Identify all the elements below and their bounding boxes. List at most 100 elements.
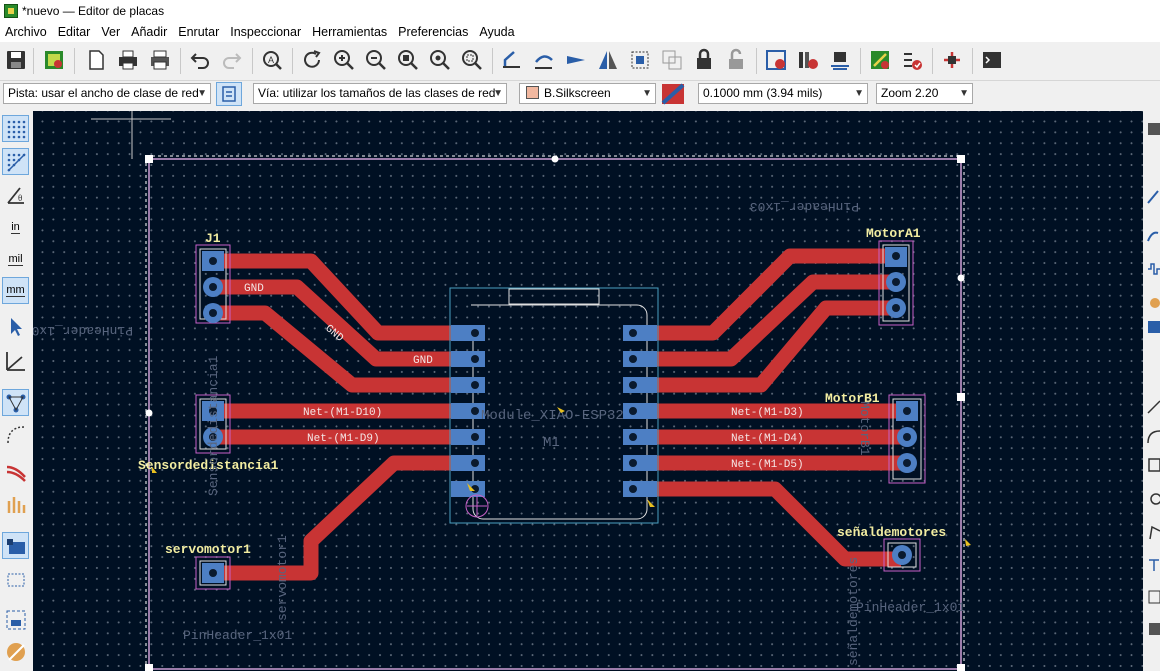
zoom-area-icon[interactable] — [458, 46, 486, 74]
footprint-servomotor1[interactable]: servomotor1 servomotor1 PinHeader_1x01 — [165, 535, 292, 643]
draw-arc-icon[interactable] — [1146, 429, 1160, 445]
rotate-ccw-icon[interactable] — [498, 46, 526, 74]
lock-icon[interactable] — [690, 46, 718, 74]
board-setup-icon[interactable] — [40, 46, 68, 74]
zoom-out-icon[interactable] — [362, 46, 390, 74]
track-width-value: Pista: usar el ancho de clase de red — [8, 86, 199, 100]
footprint-motorb1[interactable]: MotorB1 MotorB1 — [825, 391, 926, 484]
undo-icon[interactable] — [186, 46, 214, 74]
menu-inspeccionar[interactable]: Inspeccionar — [230, 25, 302, 39]
ratsnest-icon[interactable] — [2, 389, 29, 416]
title-bar: *nuevo — Editor de placas — [0, 0, 1160, 22]
anchor-markers — [152, 407, 971, 546]
units-inch-toggle[interactable]: in — [2, 214, 29, 241]
group-icon[interactable] — [658, 46, 686, 74]
route-track-icon[interactable] — [1146, 189, 1160, 205]
units-inch-label: in — [11, 220, 20, 234]
footprint-library-icon[interactable] — [794, 46, 822, 74]
add-dimension-icon[interactable] — [1146, 589, 1160, 605]
layer-select[interactable]: B.Silkscreen▼ — [519, 83, 656, 104]
footprint-m1[interactable]: Module_XIAO-ESP32 M1 — [449, 287, 659, 524]
window-title: *nuevo — Editor de placas — [22, 4, 165, 18]
menu-archivo[interactable]: Archivo — [5, 25, 47, 39]
net-label: Net-(M1-D3) — [731, 407, 804, 419]
drc-marker-icon[interactable] — [2, 638, 29, 665]
measure-icon[interactable] — [2, 347, 29, 374]
add-text-icon[interactable] — [1146, 557, 1160, 573]
track-width-select[interactable]: Pista: usar el ancho de clase de red▼ — [3, 83, 211, 104]
grid-select[interactable]: 0.1000 mm (3.94 mils)▼ — [698, 83, 868, 104]
grid-icon[interactable] — [2, 115, 29, 142]
footprint-editor-icon[interactable] — [826, 46, 854, 74]
update-pcb-icon[interactable] — [762, 46, 790, 74]
show-pads-icon[interactable] — [2, 532, 29, 559]
sensor-value-label: Sensordedistancia1 — [206, 355, 221, 496]
pcb-canvas[interactable]: GND GND GND Net-(M1-D10) Net-(M1-D9) Net… — [33, 111, 1143, 671]
menu-preferencias[interactable]: Preferencias — [398, 25, 469, 39]
hide-icon[interactable] — [2, 606, 29, 633]
find-icon[interactable]: A — [258, 46, 286, 74]
drc-icon[interactable] — [866, 46, 894, 74]
add-image-icon[interactable] — [1146, 621, 1160, 637]
left-toolbar: θ in mil mm — [0, 111, 31, 671]
menu-ver[interactable]: Ver — [101, 25, 121, 39]
layer-pair-icon[interactable] — [661, 83, 685, 105]
rotate-cw-icon[interactable] — [530, 46, 558, 74]
units-mil-toggle[interactable]: mil — [2, 246, 29, 273]
add-via-icon[interactable] — [1146, 295, 1160, 311]
page-settings-icon[interactable] — [82, 46, 110, 74]
menu-herramientas[interactable]: Herramientas — [312, 25, 388, 39]
draw-circle-icon[interactable] — [1146, 491, 1160, 507]
add-zone-icon[interactable] — [1146, 319, 1160, 335]
zoom-fit-icon[interactable] — [394, 46, 422, 74]
3d-viewer-icon[interactable] — [938, 46, 966, 74]
footprint-j1[interactable]: J1 PinHeader_1x03 — [33, 231, 231, 338]
draw-rectangle-icon[interactable] — [1146, 457, 1160, 473]
footprint-motora1[interactable]: MotorA1 PinHeader_1x03 — [750, 199, 921, 326]
zoom-select[interactable]: Zoom 2.20▼ — [876, 83, 973, 104]
menu-enrutar[interactable]: Enrutar — [178, 25, 220, 39]
scripting-console-icon[interactable] — [978, 46, 1006, 74]
draw-polygon-icon[interactable] — [1146, 525, 1160, 541]
print-icon[interactable] — [114, 46, 142, 74]
tracks[interactable] — [211, 248, 905, 581]
tune-length-icon[interactable] — [1146, 261, 1160, 277]
route-diff-pair-icon[interactable] — [1146, 229, 1160, 245]
board-edge[interactable] — [145, 155, 965, 671]
mirror-icon[interactable] — [594, 46, 622, 74]
redo-icon[interactable] — [218, 46, 246, 74]
chevron-down-icon: ▼ — [854, 88, 864, 99]
menu-anadir[interactable]: Añadir — [131, 25, 168, 39]
flip-icon[interactable] — [562, 46, 590, 74]
chevron-down-icon: ▼ — [959, 88, 969, 99]
net-highlight-icon[interactable] — [2, 458, 29, 485]
save-icon[interactable] — [2, 46, 30, 74]
unlock-icon[interactable] — [722, 46, 750, 74]
auto-width-toggle[interactable] — [216, 82, 242, 106]
refresh-icon[interactable] — [298, 46, 326, 74]
grid-overlay-icon[interactable] — [2, 148, 29, 175]
net-label: Net-(M1-D5) — [731, 459, 804, 471]
footprint-senaldemotores[interactable]: señaldemotores señaldemotores PinHeader_… — [837, 525, 965, 666]
layers-icon[interactable] — [2, 566, 29, 593]
sensor-ref-label: Sensordedistancia1 — [138, 458, 279, 473]
board-stats-icon[interactable] — [898, 46, 926, 74]
via-size-select[interactable]: Vía: utilizar los tamaños de las clases … — [253, 83, 507, 104]
polar-coords-icon[interactable]: θ — [2, 181, 29, 208]
zoom-in-icon[interactable] — [330, 46, 358, 74]
plot-icon[interactable] — [146, 46, 174, 74]
draw-line-icon[interactable] — [1146, 399, 1160, 415]
units-mm-toggle[interactable]: mm — [2, 277, 29, 304]
curved-ratsnest-icon[interactable] — [2, 421, 29, 448]
menu-ayuda[interactable]: Ayuda — [479, 25, 515, 39]
cursor-icon[interactable] — [2, 312, 29, 339]
fill-zones-icon[interactable] — [2, 491, 29, 518]
panel-toggle-icon[interactable] — [1146, 121, 1160, 137]
menu-editar[interactable]: Editar — [57, 25, 91, 39]
j1-value-label: PinHeader_1x03 — [33, 323, 133, 338]
zoom-object-icon[interactable] — [426, 46, 454, 74]
net-label: Net-(M1-D10) — [303, 407, 382, 419]
module-ref-label: M1 — [543, 435, 560, 451]
footprint-sensordedistancia1[interactable]: Sensordedistancia1 Sensordedistancia1 — [138, 355, 279, 496]
align-icon[interactable] — [626, 46, 654, 74]
